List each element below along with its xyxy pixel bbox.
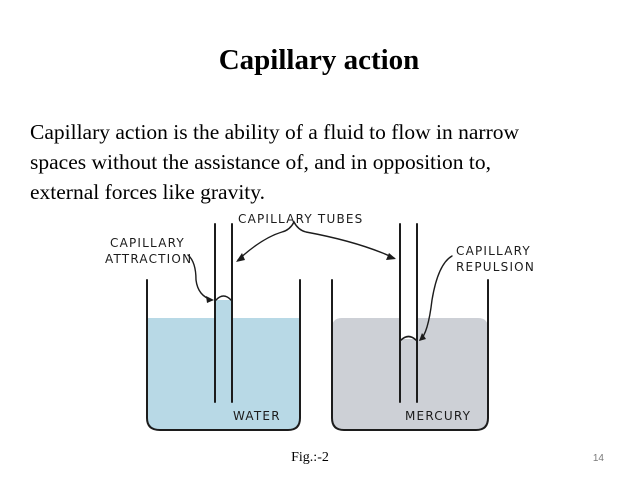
repulsion-arrowhead (419, 333, 426, 341)
figure-caption: Fig.:-2 (291, 450, 329, 465)
water-meniscus (215, 295, 232, 301)
brace-left-arrowhead (236, 253, 245, 262)
slide-body: Capillary action is the ability of a flu… (30, 117, 620, 207)
body-line-3: external forces like gravity. (30, 180, 265, 204)
mercury-label: MERCURY (405, 409, 471, 423)
page-number: 14 (592, 453, 604, 464)
mercury-depression-gap (401, 318, 416, 339)
water-label: WATER (233, 409, 281, 423)
attraction-pointer (187, 254, 213, 301)
right-beaker (331, 279, 489, 431)
body-line-2: spaces without the assistance of, and in… (30, 150, 491, 174)
attraction-arrowhead (206, 296, 214, 303)
brace-right-arrowhead (386, 253, 396, 260)
tubes-label: CAPILLARY TUBES (238, 212, 363, 226)
repulsion-label-line2: REPULSION (456, 260, 535, 274)
tubes-brace (237, 220, 395, 261)
attraction-label-line2: ATTRACTION (105, 252, 192, 266)
left-capillary-tube (214, 223, 233, 403)
body-line-1: Capillary action is the ability of a flu… (30, 120, 520, 144)
water-column (216, 300, 231, 324)
mercury-meniscus (400, 335, 417, 341)
slide-title: Capillary action (218, 44, 420, 76)
left-beaker (146, 279, 301, 431)
water-liquid (147, 318, 300, 430)
attraction-label-line1: CAPILLARY (110, 236, 185, 250)
repulsion-label-line1: CAPILLARY (456, 244, 531, 258)
repulsion-pointer (419, 255, 453, 341)
right-capillary-tube (399, 223, 418, 403)
mercury-in-tube (401, 339, 416, 401)
